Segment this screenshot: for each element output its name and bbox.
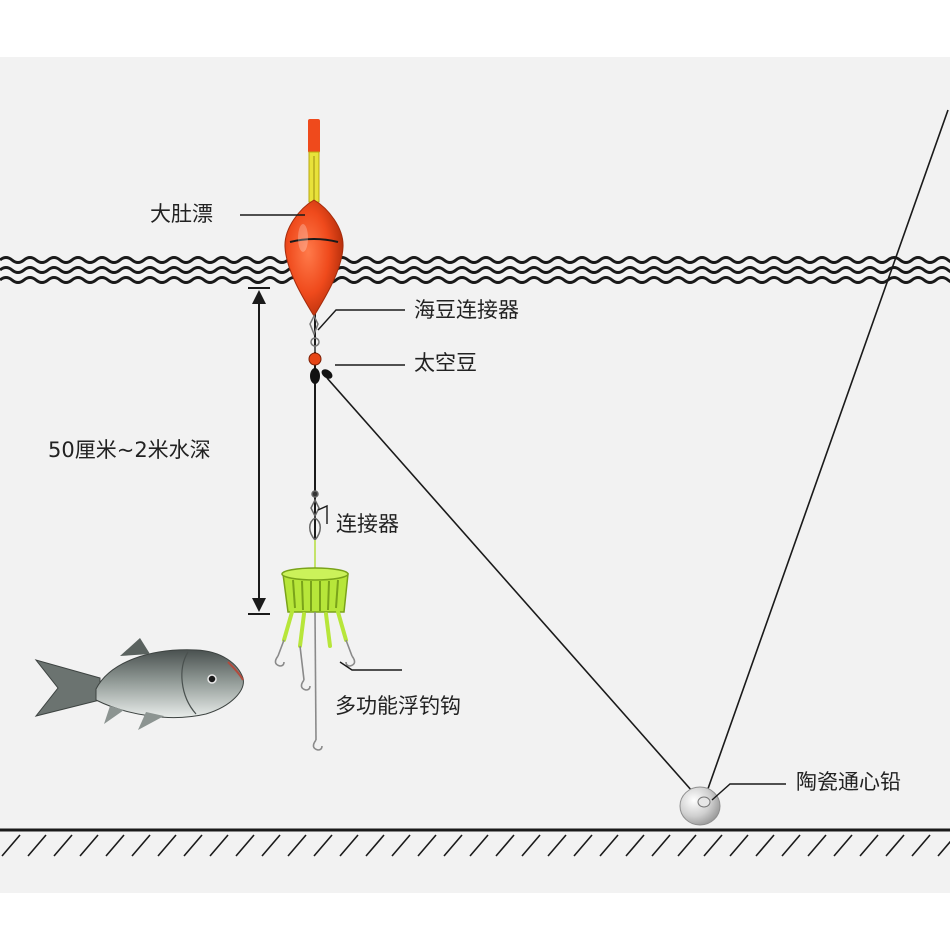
bean-connector-icon <box>309 314 320 352</box>
ceramic-sinker-icon <box>679 786 721 826</box>
rod-line <box>703 109 949 801</box>
label-leader-lines <box>240 214 786 801</box>
label-depth: 50厘米~2米水深 <box>48 438 211 462</box>
label-hook: 多功能浮钓钩 <box>335 694 461 718</box>
multi-hook-icon <box>274 611 356 751</box>
label-float: 大肚漂 <box>150 202 213 226</box>
label-sinker: 陶瓷通心铅 <box>796 770 901 794</box>
connector-swivel-icon <box>309 490 321 542</box>
bait-basket-icon <box>281 567 349 648</box>
label-space-bean: 太空豆 <box>414 351 477 375</box>
sinker-line <box>326 377 701 801</box>
label-bean-connector: 海豆连接器 <box>414 298 519 322</box>
big-belly-float-icon <box>284 119 344 317</box>
lake-bottom <box>0 828 950 857</box>
diagram-background <box>0 57 950 893</box>
space-bean-icon <box>308 352 333 384</box>
depth-dimension-arrow <box>248 287 270 615</box>
bighead-carp-icon <box>34 638 244 730</box>
water-surface <box>0 256 950 284</box>
label-connector: 连接器 <box>336 512 399 536</box>
